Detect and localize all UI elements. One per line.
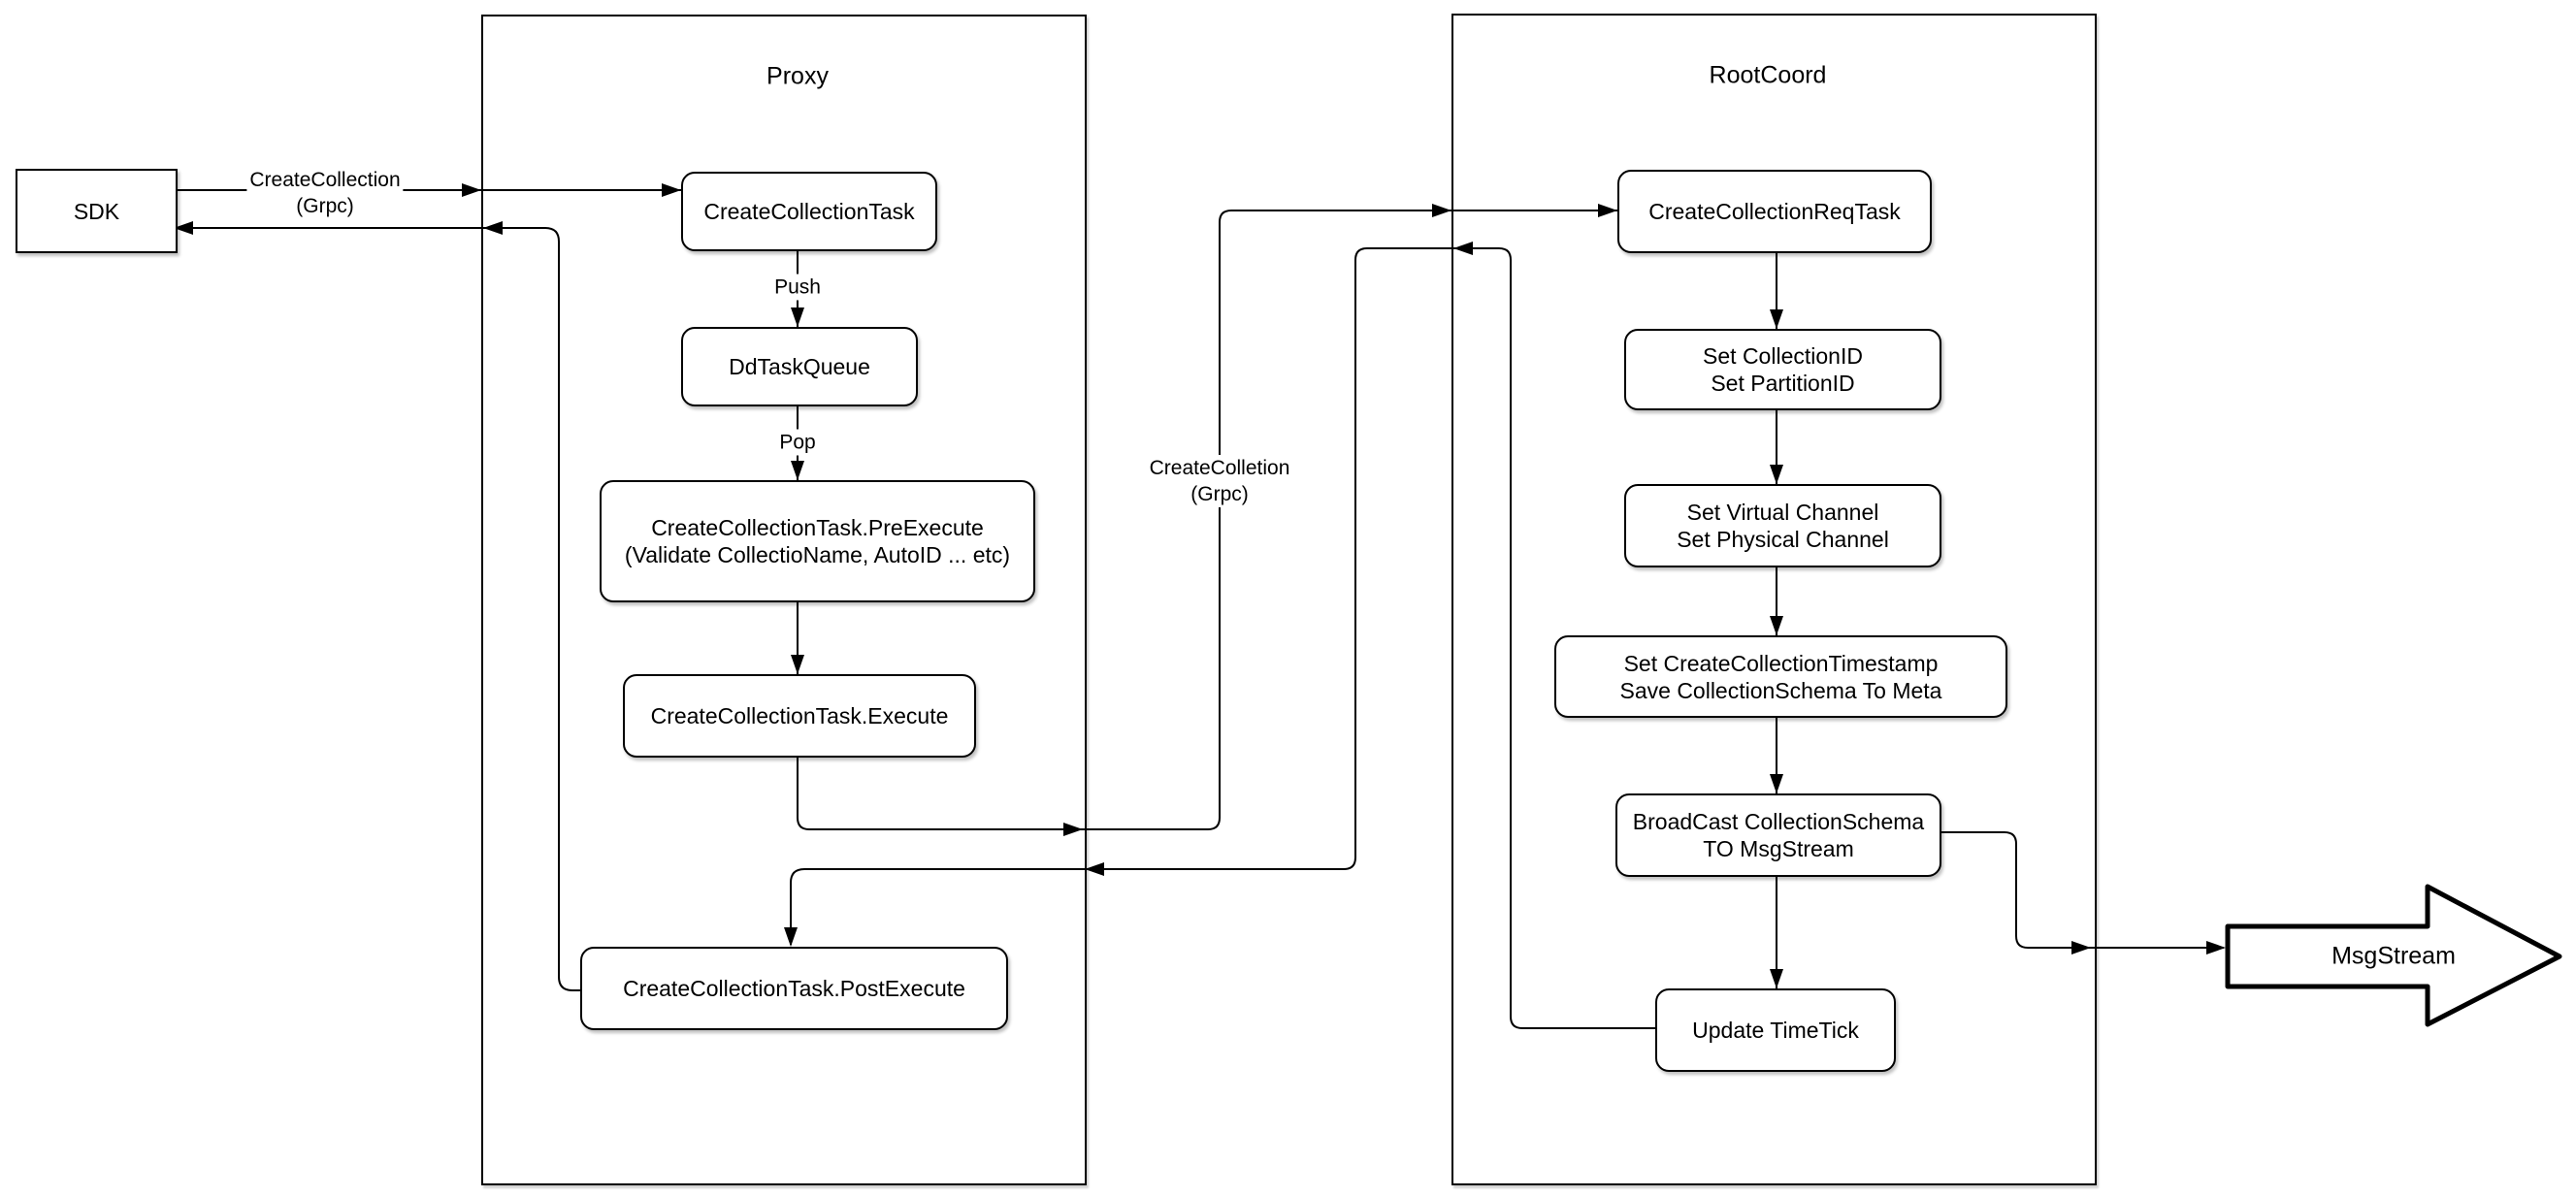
arrowhead-icon — [791, 461, 804, 480]
node-label: Set PartitionID — [1711, 371, 1855, 396]
node-dd-task-queue: DdTaskQueue — [681, 327, 918, 406]
arrowhead-icon — [462, 183, 481, 197]
node-label: Update TimeTick — [1692, 1018, 1859, 1043]
node-sdk: SDK — [16, 169, 178, 253]
arrowhead-icon — [2206, 941, 2226, 954]
edge-label-push: Push — [771, 274, 824, 301]
container-rootcoord-title: RootCoord — [1709, 61, 1827, 89]
arrowhead-icon — [784, 927, 798, 947]
node-label: Save CollectionSchema To Meta — [1619, 677, 1942, 703]
arrowheads — [174, 183, 2226, 988]
arrowhead-icon — [791, 655, 804, 674]
node-label: CreateCollectionTask.PostExecute — [623, 976, 965, 1001]
node-set-channels: Set Virtual Channel Set Physical Channel — [1624, 484, 1941, 567]
edge-broadcast-to-msgstream — [1938, 831, 2224, 949]
arrowhead-icon — [1085, 862, 1104, 876]
arrowhead-icon — [1770, 774, 1783, 793]
node-label: BroadCast CollectionSchema — [1632, 809, 1925, 834]
node-create-collection-req-task: CreateCollectionReqTask — [1617, 170, 1932, 253]
node-label: SDK — [73, 198, 120, 224]
edge-label-line: CreateCollection — [249, 169, 401, 191]
node-label: Set Virtual Channel — [1686, 500, 1879, 525]
node-label: CreateCollectionReqTask — [1648, 199, 1901, 224]
node-set-ids: Set CollectionID Set PartitionID — [1624, 329, 1941, 410]
arrowhead-icon — [1770, 465, 1783, 484]
edge-label-line: (Grpc) — [1190, 483, 1249, 505]
node-post-execute: CreateCollectionTask.PostExecute — [580, 947, 1008, 1030]
edge-label-pop: Pop — [776, 429, 819, 456]
msgstream-arrow-shape — [2225, 884, 2562, 1027]
node-msgstream-label: MsgStream — [2331, 942, 2456, 970]
node-label: DdTaskQueue — [729, 354, 870, 379]
node-label: CreateCollectionTask.Execute — [650, 703, 949, 728]
arrowhead-icon — [483, 221, 503, 235]
edge-label-line: Pop — [779, 431, 816, 454]
arrowhead-icon — [1770, 969, 1783, 988]
arrowhead-icon — [1770, 309, 1783, 329]
node-pre-execute: CreateCollectionTask.PreExecute (Validat… — [600, 480, 1035, 602]
arrowhead-icon — [1432, 204, 1451, 217]
arrowhead-icon — [791, 307, 804, 327]
node-broadcast: BroadCast CollectionSchema TO MsgStream — [1615, 793, 1941, 877]
edge-postexecute-to-sdk — [176, 227, 580, 991]
arrowhead-icon — [1598, 204, 1617, 217]
node-label: (Validate CollectioName, AutoID ... etc) — [624, 542, 1011, 567]
container-proxy-title: Proxy — [766, 62, 829, 90]
node-label: Set CreateCollectionTimestamp — [1623, 650, 1939, 676]
arrowhead-icon — [1453, 242, 1473, 255]
arrowhead-icon — [2071, 941, 2091, 954]
edge-timetick-to-postexecute — [790, 247, 1655, 1029]
container-proxy — [481, 15, 1087, 1185]
node-update-timetick: Update TimeTick — [1655, 988, 1896, 1072]
edge-label-sdk-grpc: CreateCollection (Grpc) — [246, 167, 404, 219]
node-label: CreateCollectionTask — [703, 199, 915, 224]
edge-label-line: CreateColletion — [1149, 457, 1290, 479]
arrowhead-icon — [174, 221, 193, 235]
node-label: Set CollectionID — [1703, 343, 1863, 369]
arrowhead-icon — [1063, 823, 1083, 836]
arrowhead-icon — [1770, 616, 1783, 635]
arrowhead-icon — [662, 183, 681, 197]
edge-label-line: Push — [774, 275, 821, 299]
node-execute: CreateCollectionTask.Execute — [623, 674, 976, 758]
node-set-timestamp: Set CreateCollectionTimestamp Save Colle… — [1554, 635, 2007, 718]
edge-label-internal-grpc: CreateColletion (Grpc) — [1146, 455, 1293, 507]
edge-execute-to-reqtask — [797, 210, 1617, 830]
container-rootcoord — [1451, 14, 2097, 1185]
edge-label-line: (Grpc) — [296, 195, 354, 217]
node-create-collection-task: CreateCollectionTask — [681, 172, 937, 251]
node-label: TO MsgStream — [1703, 836, 1854, 861]
node-label: CreateCollectionTask.PreExecute — [651, 515, 984, 540]
node-label: Set Physical Channel — [1677, 527, 1889, 552]
